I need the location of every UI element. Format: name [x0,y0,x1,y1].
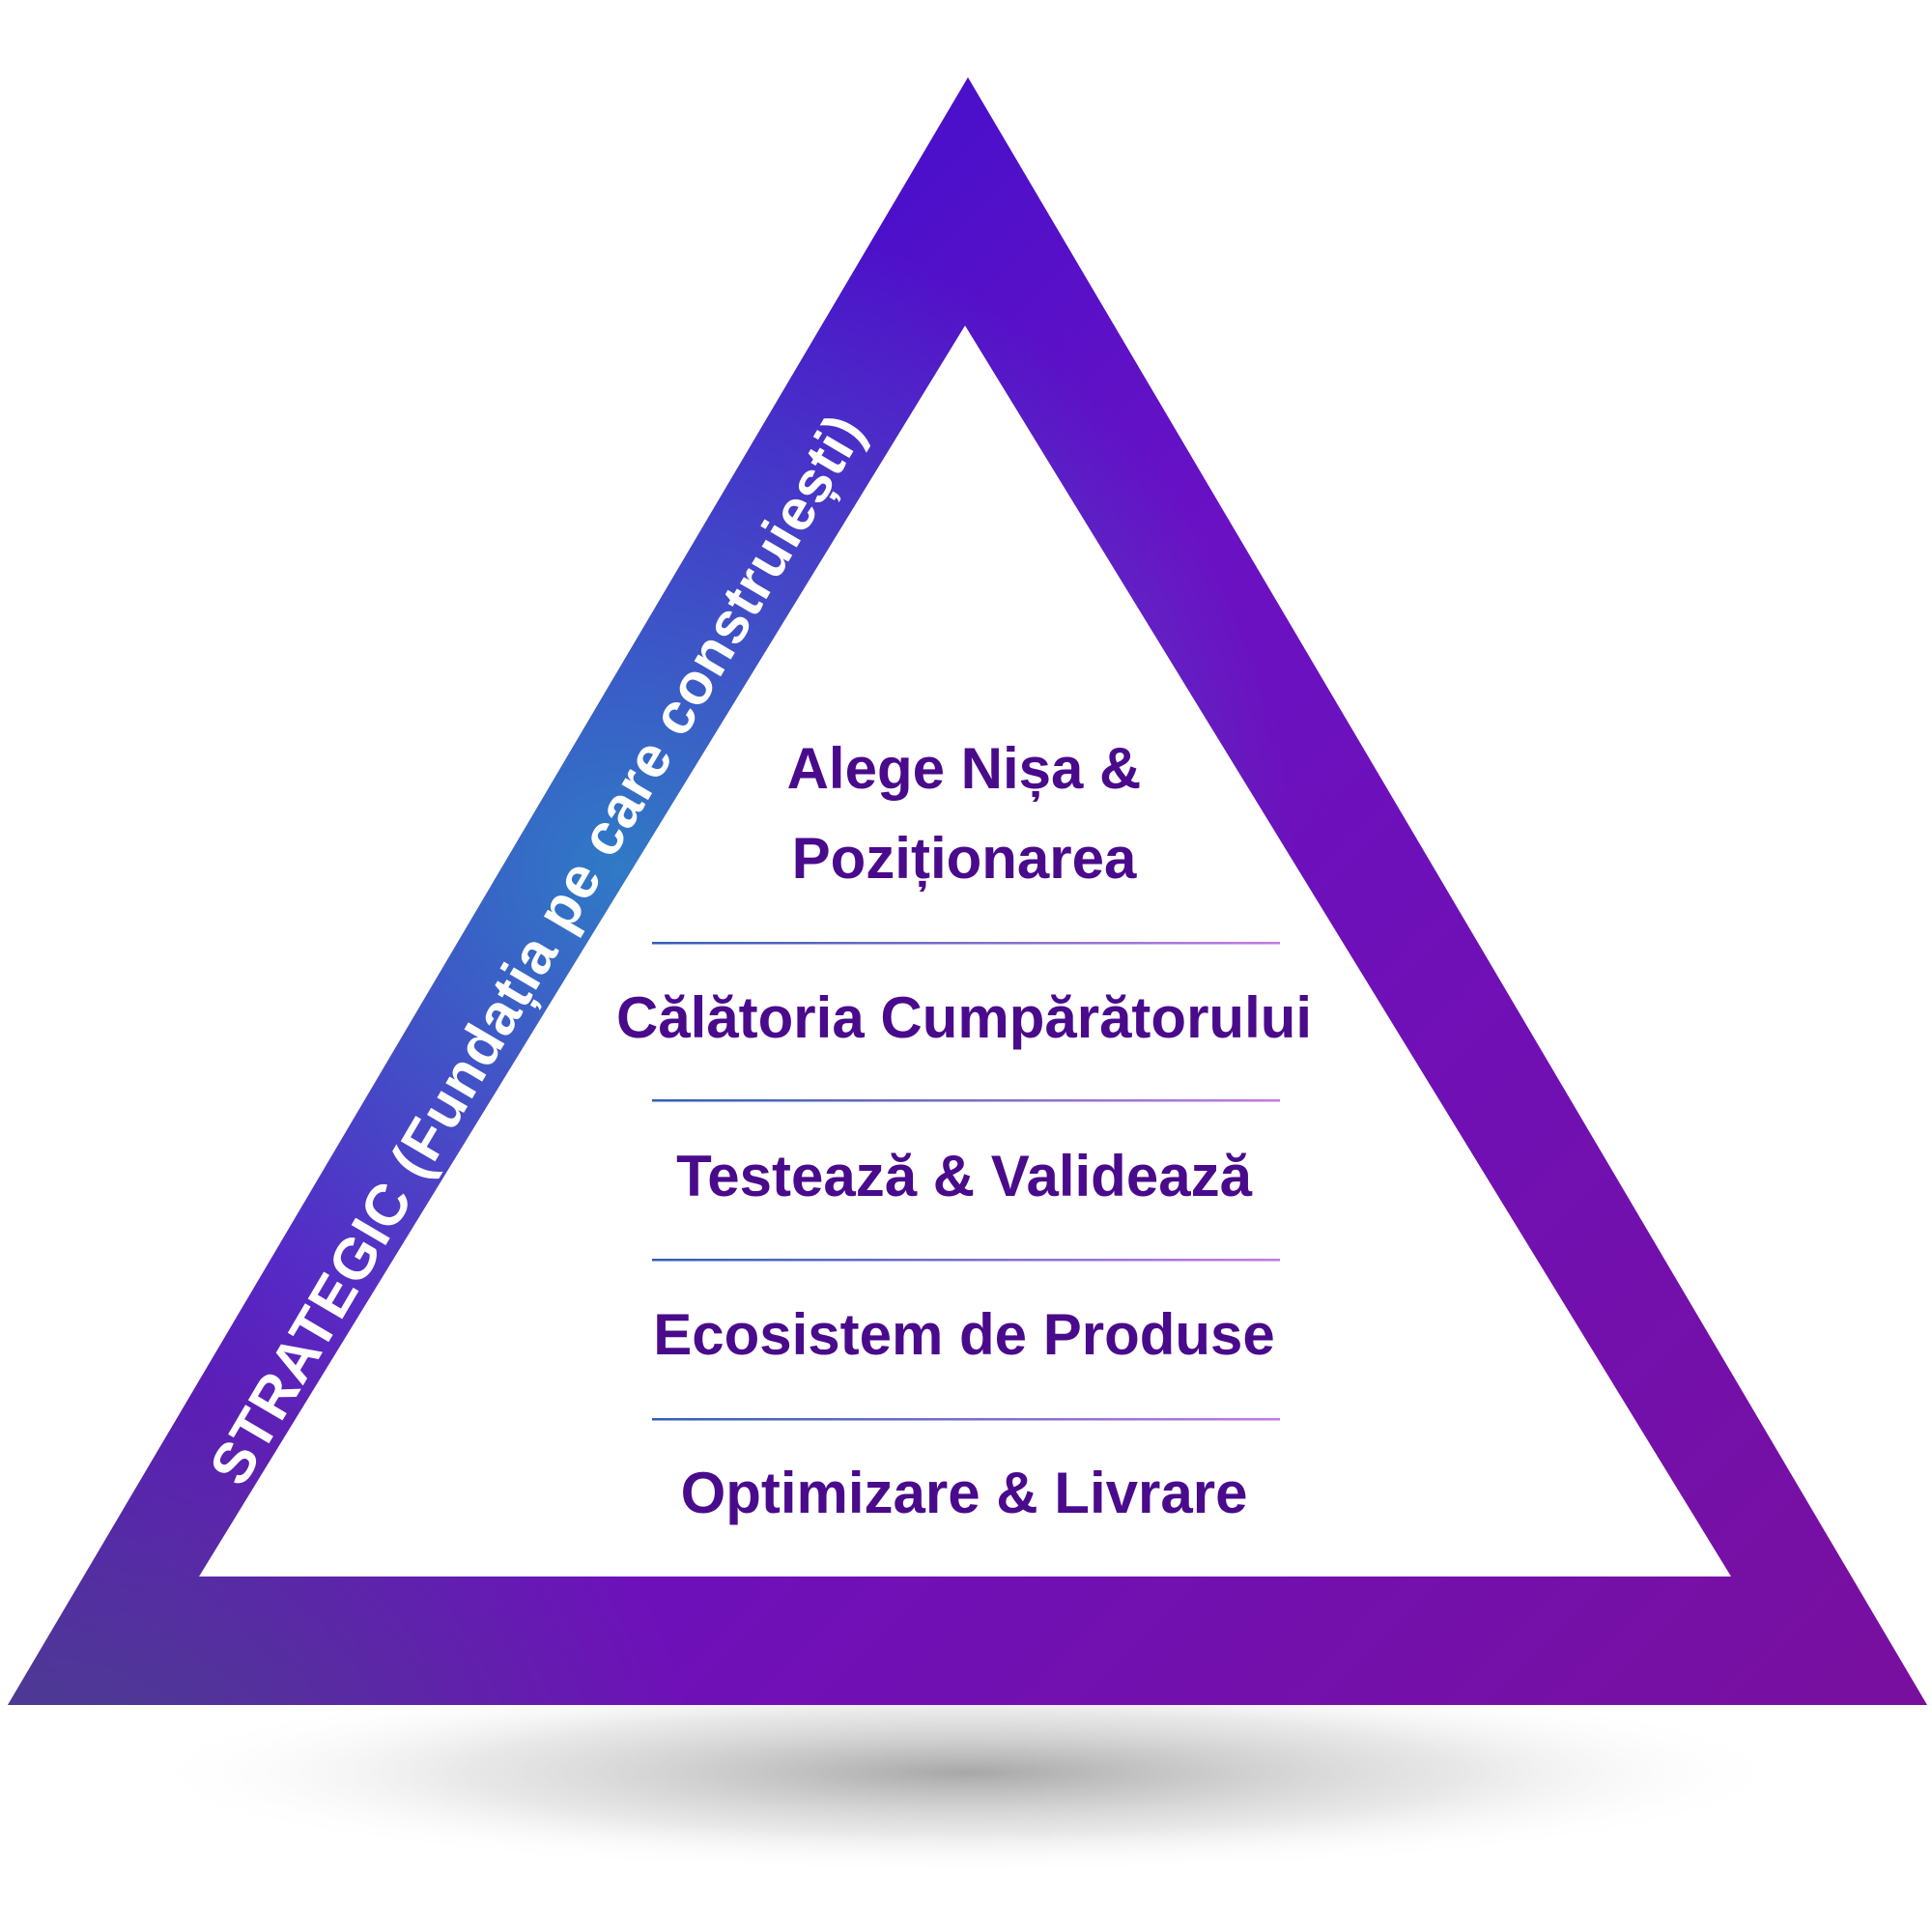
layer-label-5: Optimizare & Livrare [681,1461,1248,1525]
layer-label-4: Ecosistem de Produse [653,1302,1275,1367]
layer-divider-1 [652,942,1280,945]
layer-divider-2 [652,1099,1280,1102]
layer-label-3: Testează & Validează [676,1144,1253,1208]
layer-divider-3 [652,1259,1280,1262]
layer-label-1-line-2: Poziționarea [792,826,1137,892]
layer-label-2: Călătoria Cumpărătorului [616,985,1312,1050]
floor-shadow [135,1671,1797,1874]
layer-label-1-line-1: Alege Nișa & [787,736,1142,802]
layer-divider-4 [652,1418,1280,1421]
